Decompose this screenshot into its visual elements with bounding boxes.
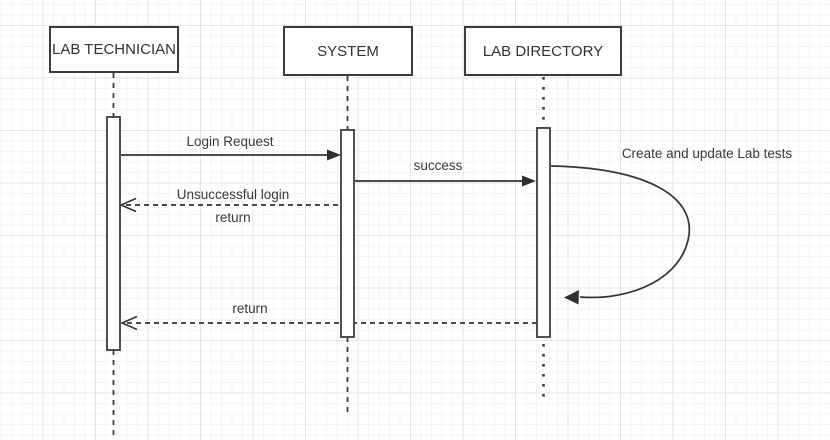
- message-arrow-unsuccessful-login[interactable]: [118, 197, 347, 213]
- message-label-create-update-lab-tests: Create and update Lab tests: [621, 146, 793, 161]
- message-label-return: return: [232, 301, 268, 316]
- message-arrow-success[interactable]: [355, 175, 536, 187]
- message-arrow-return[interactable]: [119, 315, 537, 331]
- activation-bar-system[interactable]: [340, 129, 355, 338]
- actor-label-lab-technician: LAB TECHNICIAN: [52, 41, 176, 58]
- message-label-unsuccessful-login: Unsuccessful login: [176, 187, 290, 202]
- message-arrow-create-update-self-loop[interactable]: [550, 165, 691, 305]
- message-arrow-login-request[interactable]: [121, 149, 341, 161]
- message-sublabel-return: return: [215, 210, 251, 225]
- message-label-login-request: Login Request: [186, 134, 274, 149]
- message-label-success: success: [413, 158, 463, 173]
- actor-box-lab-directory[interactable]: LAB DIRECTORY: [464, 26, 622, 76]
- actor-label-system: SYSTEM: [317, 42, 379, 60]
- activation-bar-lab-technician[interactable]: [106, 116, 121, 351]
- actor-box-lab-technician[interactable]: LAB TECHNICIAN: [49, 26, 179, 73]
- actor-box-system[interactable]: SYSTEM: [283, 26, 413, 76]
- activation-bar-lab-directory[interactable]: [536, 127, 551, 338]
- actor-label-lab-directory: LAB DIRECTORY: [482, 42, 604, 60]
